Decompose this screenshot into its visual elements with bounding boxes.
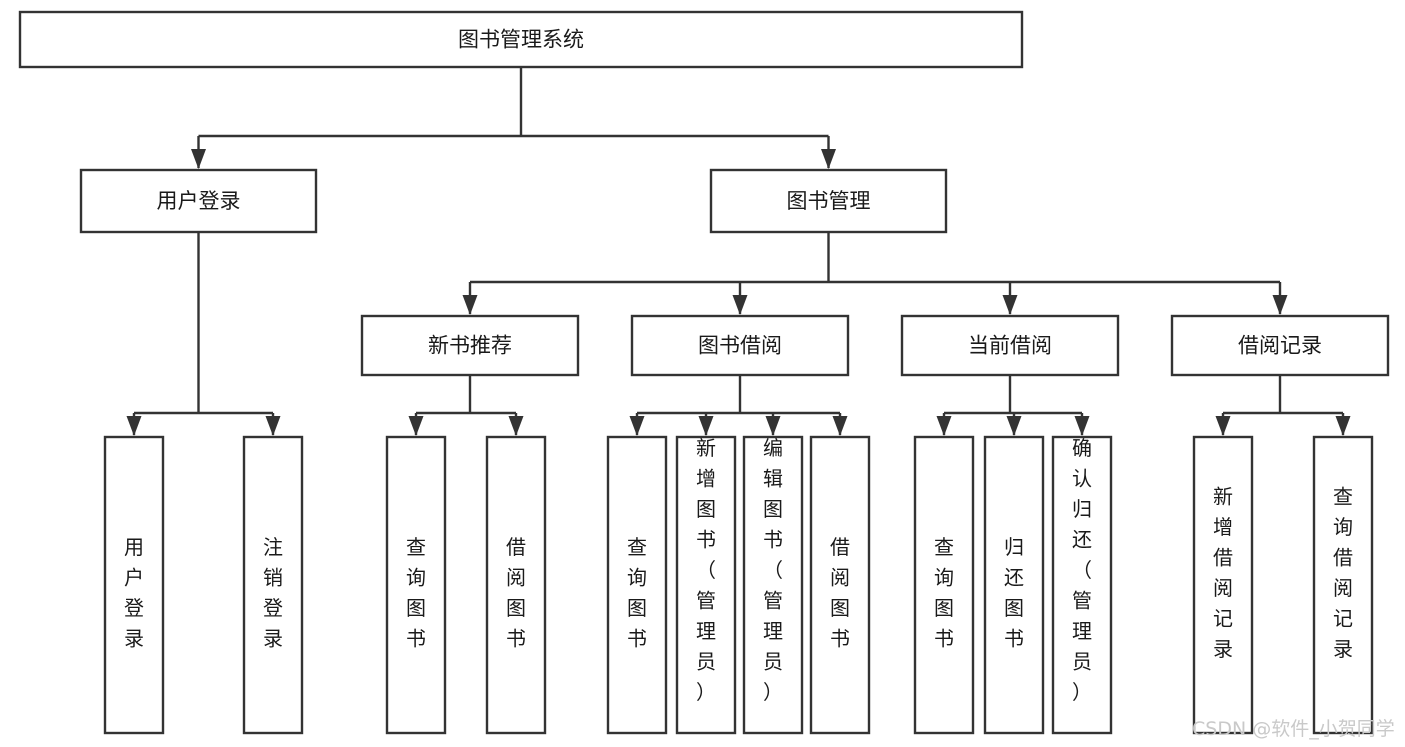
arrow-level3-0 [462, 295, 478, 315]
arrow-borrow-record-leaf-1 [1335, 416, 1351, 436]
watermark-label: CSDN @软件_小贺同学 [1192, 718, 1395, 740]
leaf-return-book-rect[interactable] [983, 435, 1045, 735]
leaf-query-record-rect[interactable] [1312, 435, 1374, 735]
node-current-borrow[interactable]: 当前借阅 [900, 314, 1120, 377]
leaf-node-leaf-borrow-book-1[interactable]: 借阅图书 [485, 435, 547, 735]
current-borrow-label: 当前借阅 [968, 334, 1052, 358]
leaf-logout-rect[interactable] [242, 435, 304, 735]
leaf-node-leaf-edit-book[interactable]: 编辑图书（管理员） [742, 435, 804, 735]
leaf-query-book-2-label: 查询图书 [627, 535, 647, 651]
book-manage-label: 图书管理 [787, 189, 871, 213]
node-current-borrow-rect[interactable] [900, 314, 1120, 377]
leaf-edit-book-label: 编辑图书（管理员） [763, 436, 783, 704]
leaf-query-book-3-label: 查询图书 [934, 535, 954, 651]
leaf-confirm-return-rect[interactable] [1051, 435, 1113, 735]
book-borrow-label: 图书借阅 [698, 334, 782, 358]
arrow-book-borrow-leaf-0 [629, 416, 645, 436]
arrow-level3-1 [732, 295, 748, 315]
leaf-node-leaf-query-book-2[interactable]: 查询图书 [606, 435, 668, 735]
arrow-current-borrow-leaf-2 [1074, 416, 1090, 436]
arrow-borrow-record-leaf-0 [1215, 416, 1231, 436]
node-new-book-rec[interactable]: 新书推荐 [360, 314, 580, 377]
leaf-borrow-book-2-label: 借阅图书 [830, 535, 850, 651]
arrow-level3-3 [1272, 295, 1288, 315]
leaf-node-leaf-confirm-return[interactable]: 确认归还（管理员） [1051, 435, 1113, 735]
arrow-book-borrow-leaf-2 [765, 416, 781, 436]
leaf-edit-book-rect[interactable] [742, 435, 804, 735]
leaf-add-record-label: 新增借阅记录 [1213, 485, 1233, 662]
node-book-borrow[interactable]: 图书借阅 [630, 314, 850, 377]
arrow-level3-2 [1002, 295, 1018, 315]
root-title-label: 图书管理系统 [458, 28, 584, 52]
leaf-borrow-book-1-label: 借阅图书 [506, 535, 526, 651]
leaf-query-record-label: 查询借阅记录 [1333, 485, 1353, 662]
leaf-node-leaf-logout[interactable]: 注销登录 [242, 435, 304, 735]
arrow-new-book-rec-leaf-1 [508, 416, 524, 436]
leaf-query-book-2-rect[interactable] [606, 435, 668, 735]
leaf-node-leaf-query-record[interactable]: 查询借阅记录 [1312, 435, 1374, 735]
node-new-book-rec-rect[interactable] [360, 314, 580, 377]
leaf-node-leaf-query-book-1[interactable]: 查询图书 [385, 435, 447, 735]
arrow-userlogin-leaf-1 [265, 416, 281, 436]
node-book-manage-rect[interactable] [709, 168, 948, 234]
connectors-layer [126, 67, 1351, 436]
node-book-borrow-rect[interactable] [630, 314, 850, 377]
leaf-borrow-book-1-rect[interactable] [485, 435, 547, 735]
leaf-borrow-book-2-rect[interactable] [809, 435, 871, 735]
node-root-system-rect[interactable] [18, 10, 1024, 69]
arrow-level2-0 [191, 149, 206, 169]
arrow-level2-1 [821, 149, 836, 169]
leaf-node-leaf-return-book[interactable]: 归还图书 [983, 435, 1045, 735]
node-borrow-record[interactable]: 借阅记录 [1170, 314, 1390, 377]
arrow-userlogin-leaf-0 [126, 416, 142, 436]
leaf-node-leaf-add-record[interactable]: 新增借阅记录 [1192, 435, 1254, 735]
nodes-layer: 图书管理系统用户登录图书管理新书推荐图书借阅当前借阅借阅记录用户登录注销登录查询… [18, 10, 1390, 735]
leaf-query-book-3-rect[interactable] [913, 435, 975, 735]
node-root-system[interactable]: 图书管理系统 [18, 10, 1024, 69]
leaf-node-leaf-add-book[interactable]: 新增图书（管理员） [675, 435, 737, 735]
leaf-query-book-1-label: 查询图书 [406, 535, 426, 651]
leaf-return-book-label: 归还图书 [1004, 535, 1024, 651]
node-user-login-rect[interactable] [79, 168, 318, 234]
leaf-query-book-1-rect[interactable] [385, 435, 447, 735]
user-login-label: 用户登录 [157, 189, 241, 213]
leaf-add-record-rect[interactable] [1192, 435, 1254, 735]
leaf-logout-label: 注销登录 [263, 535, 283, 651]
arrow-new-book-rec-leaf-0 [408, 416, 424, 436]
leaf-node-leaf-user-login[interactable]: 用户登录 [103, 435, 165, 735]
leaf-confirm-return-label: 确认归还（管理员） [1072, 436, 1092, 704]
node-user-login[interactable]: 用户登录 [79, 168, 318, 234]
leaf-add-book-rect[interactable] [675, 435, 737, 735]
arrow-current-borrow-leaf-1 [1006, 416, 1022, 436]
new-book-rec-label: 新书推荐 [428, 334, 512, 358]
leaf-user-login-rect[interactable] [103, 435, 165, 735]
arrow-current-borrow-leaf-0 [936, 416, 952, 436]
node-borrow-record-rect[interactable] [1170, 314, 1390, 377]
leaf-node-leaf-borrow-book-2[interactable]: 借阅图书 [809, 435, 871, 735]
node-book-manage[interactable]: 图书管理 [709, 168, 948, 234]
leaf-node-leaf-query-book-3[interactable]: 查询图书 [913, 435, 975, 735]
leaf-user-login-label: 用户登录 [124, 535, 144, 651]
leaf-add-book-label: 新增图书（管理员） [696, 436, 716, 704]
arrow-book-borrow-leaf-3 [832, 416, 848, 436]
arrow-book-borrow-leaf-1 [698, 416, 714, 436]
borrow-record-label: 借阅记录 [1238, 334, 1322, 358]
